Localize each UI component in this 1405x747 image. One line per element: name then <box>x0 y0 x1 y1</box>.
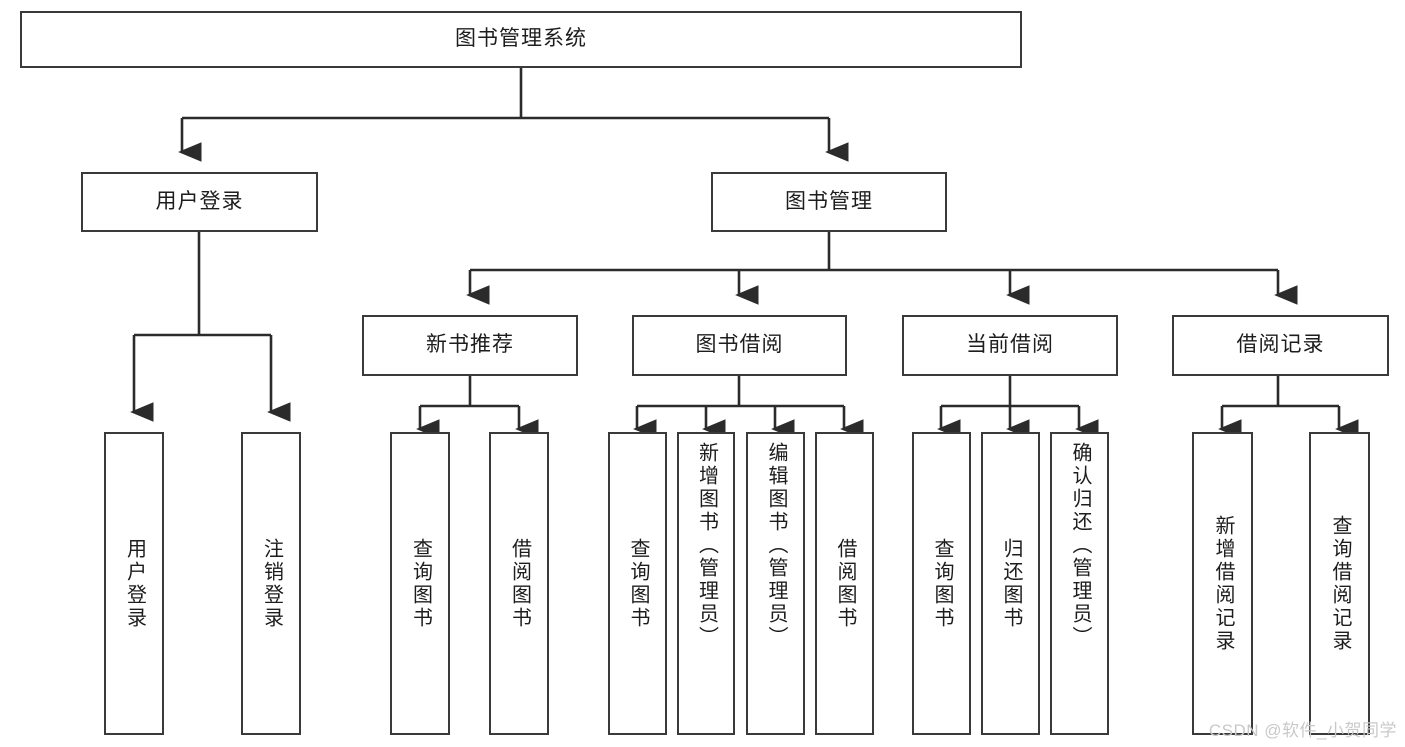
node-root-system[interactable]: 图书管理系统 <box>20 11 1022 68</box>
node-label: 用户登录 <box>123 537 146 630</box>
node-label: 归还图书 <box>1000 537 1022 630</box>
leaf-current-confirm-return-admin[interactable]: 确认归还（管理员） <box>1050 432 1109 735</box>
leaf-borrow-query-book[interactable]: 查询图书 <box>608 432 667 735</box>
node-label: 借阅记录 <box>1236 333 1325 357</box>
node-label: 新增借阅记录 <box>1212 514 1234 653</box>
node-label: 编辑图书（管理员） <box>765 442 787 649</box>
node-label: 借阅图书 <box>508 537 531 630</box>
node-new-book-recommend[interactable]: 新书推荐 <box>362 315 578 376</box>
leaf-user-login-logout[interactable]: 注销登录 <box>241 432 301 735</box>
node-label: 图书管理 <box>785 189 873 213</box>
leaf-current-query-book[interactable]: 查询图书 <box>912 432 971 735</box>
node-label: 注销登录 <box>260 537 283 630</box>
leaf-current-return-book[interactable]: 归还图书 <box>981 432 1040 735</box>
leaf-recommend-query-book[interactable]: 查询图书 <box>390 432 450 735</box>
node-label: 查询借阅记录 <box>1329 514 1351 653</box>
leaf-recommend-borrow-book[interactable]: 借阅图书 <box>489 432 549 735</box>
leaf-borrow-borrow-book[interactable]: 借阅图书 <box>815 432 874 735</box>
node-current-borrow[interactable]: 当前借阅 <box>902 315 1118 376</box>
node-label: 确认归还（管理员） <box>1069 442 1091 649</box>
leaf-borrow-add-book-admin[interactable]: 新增图书（管理员） <box>677 432 735 735</box>
leaf-borrow-edit-book-admin[interactable]: 编辑图书（管理员） <box>746 432 805 735</box>
csdn-watermark: CSDN @软件_小贺同学 <box>1208 721 1397 740</box>
node-label: 查询图书 <box>409 537 432 630</box>
leaf-record-add-record[interactable]: 新增借阅记录 <box>1192 432 1253 735</box>
node-label: 查询图书 <box>627 537 649 630</box>
leaf-record-query-record[interactable]: 查询借阅记录 <box>1309 432 1370 735</box>
node-label: 图书借阅 <box>695 333 784 357</box>
node-label: 查询图书 <box>931 537 953 630</box>
node-label: 借阅图书 <box>834 537 856 630</box>
node-label: 当前借阅 <box>966 333 1054 357</box>
node-book-borrow[interactable]: 图书借阅 <box>632 315 847 376</box>
node-label: 新书推荐 <box>426 333 514 357</box>
node-user-login[interactable]: 用户登录 <box>81 172 318 232</box>
node-label: 用户登录 <box>155 189 244 213</box>
node-book-management[interactable]: 图书管理 <box>711 172 947 232</box>
node-label: 图书管理系统 <box>455 27 587 51</box>
node-borrow-record[interactable]: 借阅记录 <box>1172 315 1389 376</box>
leaf-user-login-login[interactable]: 用户登录 <box>104 432 164 735</box>
node-label: 新增图书（管理员） <box>695 442 718 649</box>
